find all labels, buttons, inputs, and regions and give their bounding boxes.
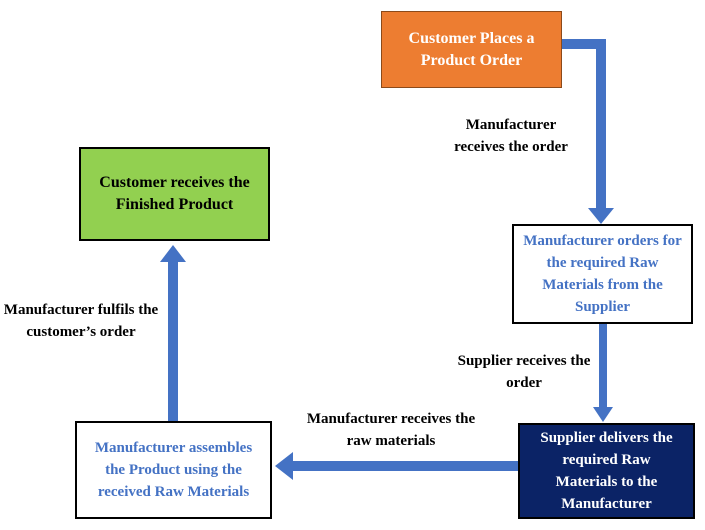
arrow-assembly-to-customer-head: [160, 245, 186, 262]
node-manufacturer-orders-text: Manufacturer orders for the required Raw…: [523, 233, 682, 315]
edge-label-manufacturer-receives-order-text: Manufacturer receives the order: [454, 117, 568, 155]
edge-label-supplier-receives-order-text: Supplier receives the order: [457, 353, 591, 391]
node-customer-receives: Customer receives the Finished Product: [79, 147, 270, 241]
edge-label-manufacturer-receives-order: Manufacturer receives the order: [441, 114, 581, 158]
node-supplier-delivers-text: Supplier delivers the required Raw Mater…: [540, 430, 673, 512]
edge-label-manufacturer-fulfils-text: Manufacturer fulfils the customer’s orde…: [3, 302, 159, 340]
node-supplier-delivers: Supplier delivers the required Raw Mater…: [518, 423, 695, 519]
arrow-order-to-manufacturer: [562, 39, 606, 208]
node-manufacturer-assembles: Manufacturer assembles the Product using…: [75, 421, 272, 519]
node-manufacturer-orders: Manufacturer orders for the required Raw…: [512, 224, 693, 324]
edge-label-manufacturer-receives-materials-text: Manufacturer receives the raw materials: [306, 411, 476, 449]
edge-label-supplier-receives-order: Supplier receives the order: [454, 350, 594, 394]
edge-label-manufacturer-receives-materials: Manufacturer receives the raw materials: [298, 408, 484, 452]
edge-label-manufacturer-fulfils: Manufacturer fulfils the customer’s orde…: [3, 299, 159, 343]
arrow-order-to-manufacturer-head: [588, 208, 614, 224]
node-customer-places-order-text: Customer Places a Product Order: [408, 29, 535, 69]
arrow-supplier-to-assembly-head: [275, 452, 293, 480]
node-customer-places-order: Customer Places a Product Order: [381, 11, 562, 88]
arrow-manufacturer-to-supplier-head: [593, 407, 613, 422]
node-manufacturer-assembles-text: Manufacturer assembles the Product using…: [94, 440, 253, 500]
node-customer-receives-text: Customer receives the Finished Product: [99, 174, 250, 213]
